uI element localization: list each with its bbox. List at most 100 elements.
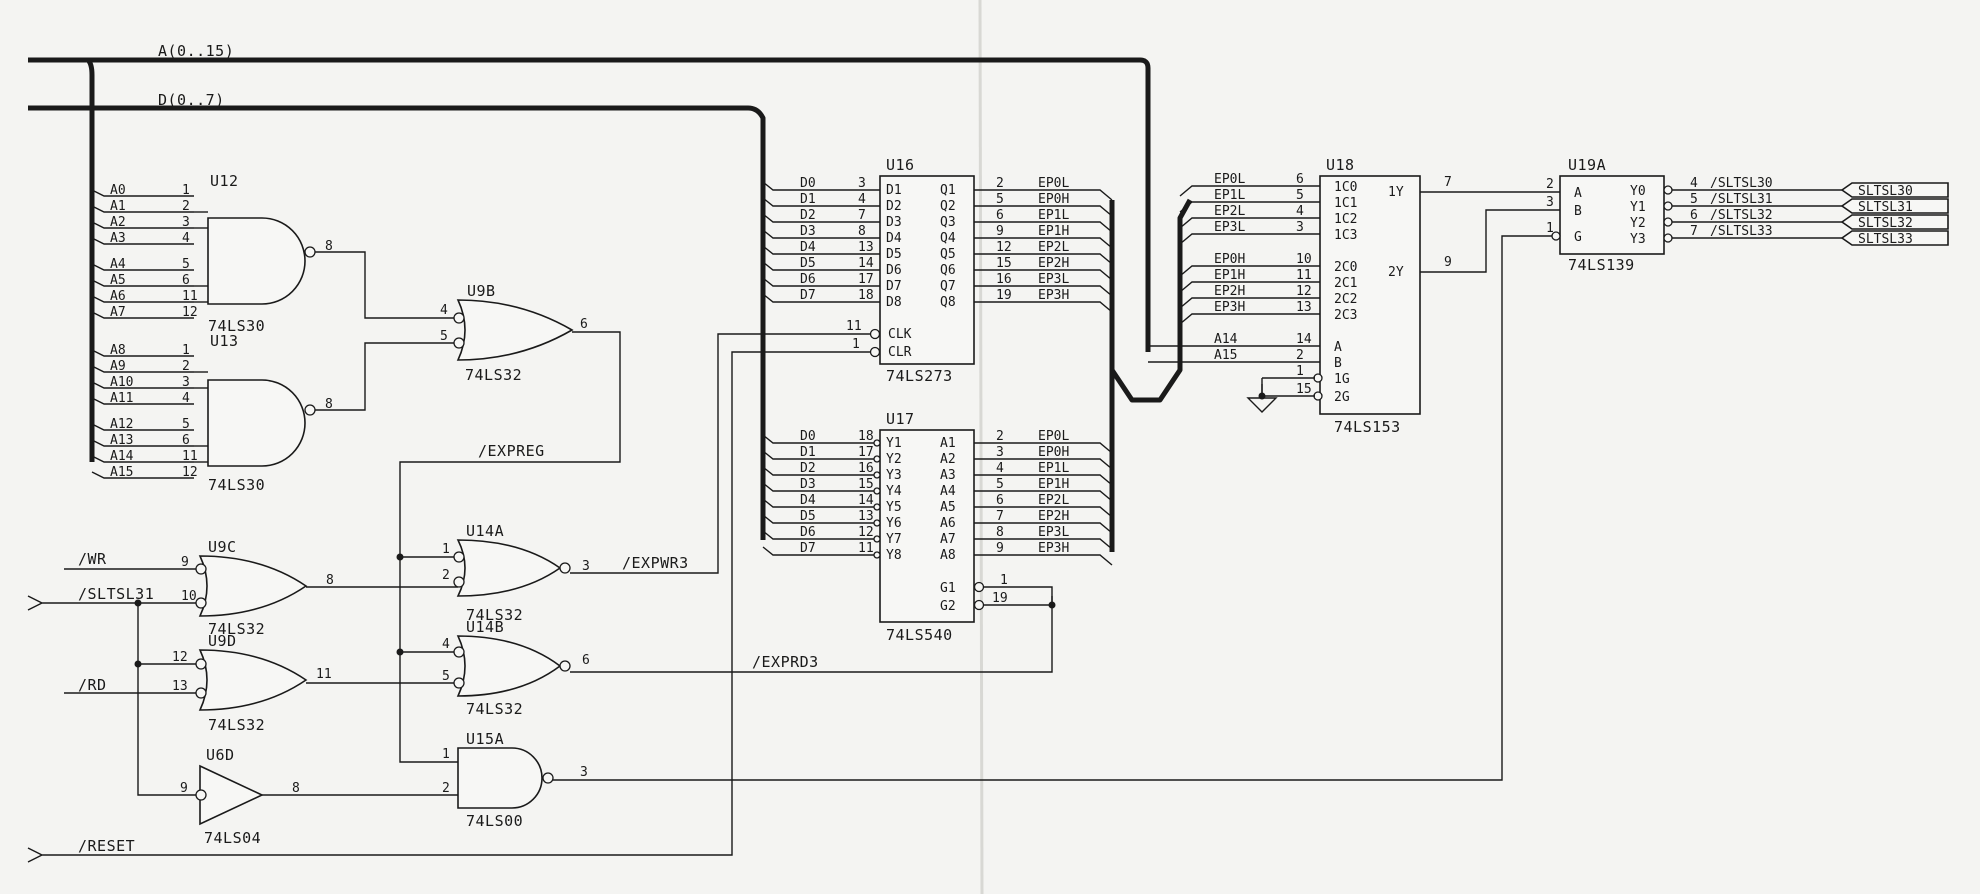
u16-chip — [879, 175, 975, 365]
u17-out-pin: 2 — [996, 429, 1004, 444]
signal-expreg: /EXPREG — [478, 442, 545, 460]
u18-out1-label: 1Y — [1388, 185, 1404, 200]
offpage-port-label: SLTSL32 — [1858, 216, 1913, 231]
u14b-pin-out: 6 — [582, 653, 590, 668]
u18-in-label: B — [1334, 356, 1342, 371]
u17-in-label: Y1 — [886, 436, 902, 451]
u19a-in-pin: 1 — [1546, 221, 1554, 236]
u18-enable-bubble — [1313, 391, 1323, 401]
u12-net-label: A3 — [110, 231, 126, 246]
u17-input-wire — [762, 498, 875, 508]
u19a-in-label: A — [1574, 186, 1582, 201]
u18-in-net: EP3L — [1214, 220, 1245, 235]
u6d-type: 74LS04 — [204, 829, 261, 847]
u9b-type: 74LS32 — [465, 366, 522, 384]
u19a-in-label: B — [1574, 204, 1582, 219]
u17-in-net: D6 — [800, 525, 816, 540]
u18-in-pin: 4 — [1296, 204, 1304, 219]
u18-in-pin: 14 — [1296, 332, 1312, 347]
u16-input-wire — [762, 229, 880, 239]
u9c-ref: U9C — [208, 538, 237, 556]
u12-input-wire — [91, 189, 194, 197]
u14b-pin-in1: 4 — [442, 637, 450, 652]
u9c-or-gate: U9C 74LS32 9 10 8 — [181, 538, 334, 638]
u19a-out-bubble — [1663, 233, 1673, 243]
u17-in-label: Y2 — [886, 452, 902, 467]
u16-out-label: Q6 — [940, 263, 956, 278]
u15a-type: 74LS00 — [466, 812, 523, 830]
u16-in-net: D5 — [800, 256, 816, 271]
u13-pin-label: 1 — [182, 343, 190, 358]
u18-in-label: 2C3 — [1334, 308, 1357, 323]
u13-net-label: A14 — [110, 449, 134, 464]
u12-input-wire — [91, 311, 194, 319]
u14a-ref: U14A — [466, 522, 504, 540]
u17-out-pin: 6 — [996, 493, 1004, 508]
u17-in-net: D7 — [800, 541, 816, 556]
u16-in-pin: 4 — [858, 192, 866, 207]
u18-input-wire — [1179, 217, 1320, 229]
u14a-pin-out: 3 — [582, 559, 590, 574]
u17-in-pin: 15 — [858, 477, 874, 492]
signal-expwr: /EXPWR3 — [622, 554, 689, 572]
u16-out-net: EP0H — [1038, 192, 1069, 207]
u18-in-pin: 3 — [1296, 220, 1304, 235]
u18-in-net: EP2L — [1214, 204, 1245, 219]
u17-in-label: Y7 — [886, 532, 902, 547]
wire-expwr — [570, 333, 880, 574]
signal-rd: /RD — [78, 676, 107, 694]
u19a-out-net: /SLTSL30 — [1710, 176, 1773, 191]
u14a-pin-in1: 1 — [442, 542, 450, 557]
u19a-out-bubble — [1663, 185, 1673, 195]
u17-input-bubble — [873, 471, 881, 479]
u18-in-pin: 13 — [1296, 300, 1312, 315]
u13-input-wire — [91, 423, 194, 431]
u19a-out-label: Y0 — [1630, 184, 1646, 199]
u16-clk-label: CLK — [888, 327, 912, 342]
u19a-ref: U19A — [1568, 156, 1606, 174]
u18-in-net: A14 — [1214, 332, 1238, 347]
u17-input-bubble — [873, 519, 881, 527]
u17-out-label: A5 — [940, 500, 956, 515]
u17-type: 74LS540 — [886, 626, 953, 644]
u9c-pin-in1: 9 — [181, 555, 189, 570]
u16-in-net: D7 — [800, 288, 816, 303]
u16-out-pin: 6 — [996, 208, 1004, 223]
u18-in-net: EP0H — [1214, 252, 1245, 267]
u12-input-wire — [91, 237, 194, 245]
u12-nand-gate: U12 74LS30 8 — [207, 172, 333, 335]
u15a-pin-in2: 2 — [442, 781, 450, 796]
u17-out-label: A2 — [940, 452, 956, 467]
u13-input-wire — [91, 365, 194, 373]
u18-input-wire — [1179, 297, 1320, 309]
signal-reset: /RESET — [78, 837, 135, 855]
u16-in-pin: 14 — [858, 256, 874, 271]
u18-out1-pin: 7 — [1444, 175, 1452, 190]
bus-label-data: D(0..7) — [158, 91, 225, 109]
u17-input-bubble — [873, 503, 881, 511]
u16-in-net: D3 — [800, 224, 816, 239]
u17-input-bubble — [873, 455, 881, 463]
u12-net-label: A6 — [110, 289, 126, 304]
u16-out-net: EP1H — [1038, 224, 1069, 239]
u17-input-bubble — [873, 551, 881, 559]
u17-output-wire — [974, 474, 1113, 486]
u16-out-pin: 9 — [996, 224, 1004, 239]
u17-in-pin: 16 — [858, 461, 874, 476]
u9c-pin-in2: 10 — [181, 589, 197, 604]
u16-out-label: Q3 — [940, 215, 956, 230]
offpage-port-label: SLTSL31 — [1858, 200, 1913, 215]
u16-in-label: D2 — [886, 199, 902, 214]
u18-out2-label: 2Y — [1388, 265, 1404, 280]
u17-out-label: A1 — [940, 436, 956, 451]
u17-out-net: EP1L — [1038, 461, 1069, 476]
u18-input-wire — [1179, 201, 1320, 213]
u16-in-label: D5 — [886, 247, 902, 262]
wire-sltsl-branch — [137, 603, 200, 796]
u16-out-net: EP2H — [1038, 256, 1069, 271]
u17-input-bubble — [873, 439, 881, 447]
ep-bus — [1109, 198, 1193, 403]
u15a-ref: U15A — [466, 730, 504, 748]
u16-in-net: D2 — [800, 208, 816, 223]
